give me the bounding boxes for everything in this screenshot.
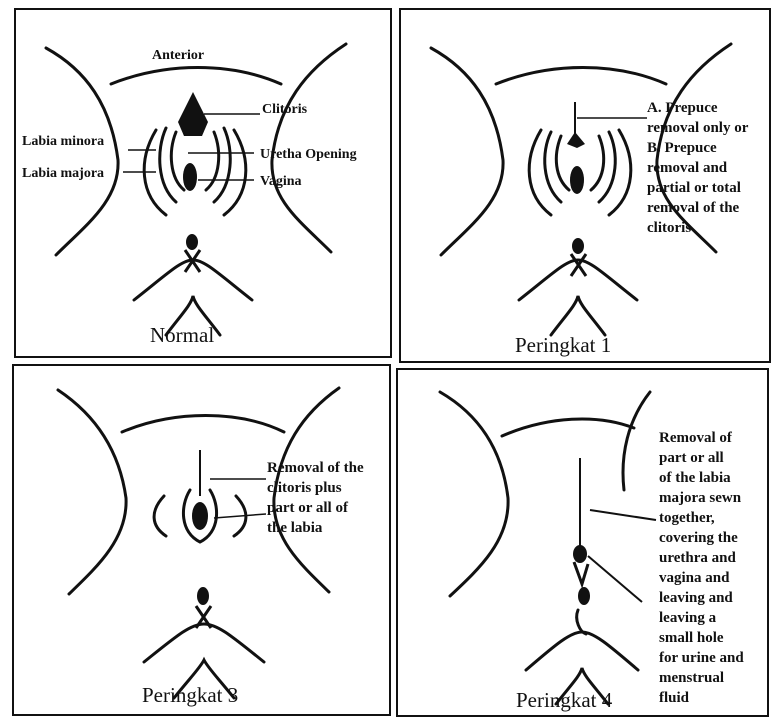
peringkat-3-description: Removal of the clitoris plus part or all… — [267, 458, 364, 538]
label-anterior: Anterior — [152, 46, 204, 65]
label-labia-majora: Labia majora — [22, 164, 104, 183]
label-uretha-opening: Uretha Opening — [260, 145, 357, 164]
panel-peringkat-4: Removal of part or all of the labia majo… — [396, 368, 769, 717]
panel-normal: Anterior Clitoris Labia minora Uretha Op… — [14, 8, 392, 358]
label-vagina: Vagina — [260, 172, 302, 191]
panel-peringkat-3: Removal of the clitoris plus part or all… — [12, 364, 391, 716]
caption-peringkat-1: Peringkat 1 — [515, 333, 611, 358]
caption-peringkat-4: Peringkat 4 — [516, 688, 612, 713]
label-labia-minora: Labia minora — [22, 132, 104, 151]
peringkat-4-description: Removal of part or all of the labia majo… — [659, 428, 744, 708]
caption-peringkat-3: Peringkat 3 — [142, 683, 238, 708]
peringkat-3-drawing — [14, 366, 389, 714]
peringkat-1-description: A. Prepuce removal only or B. Prepuce re… — [647, 98, 748, 238]
panel-peringkat-1: A. Prepuce removal only or B. Prepuce re… — [399, 8, 771, 363]
label-clitoris: Clitoris — [262, 100, 307, 119]
caption-normal: Normal — [150, 323, 214, 348]
